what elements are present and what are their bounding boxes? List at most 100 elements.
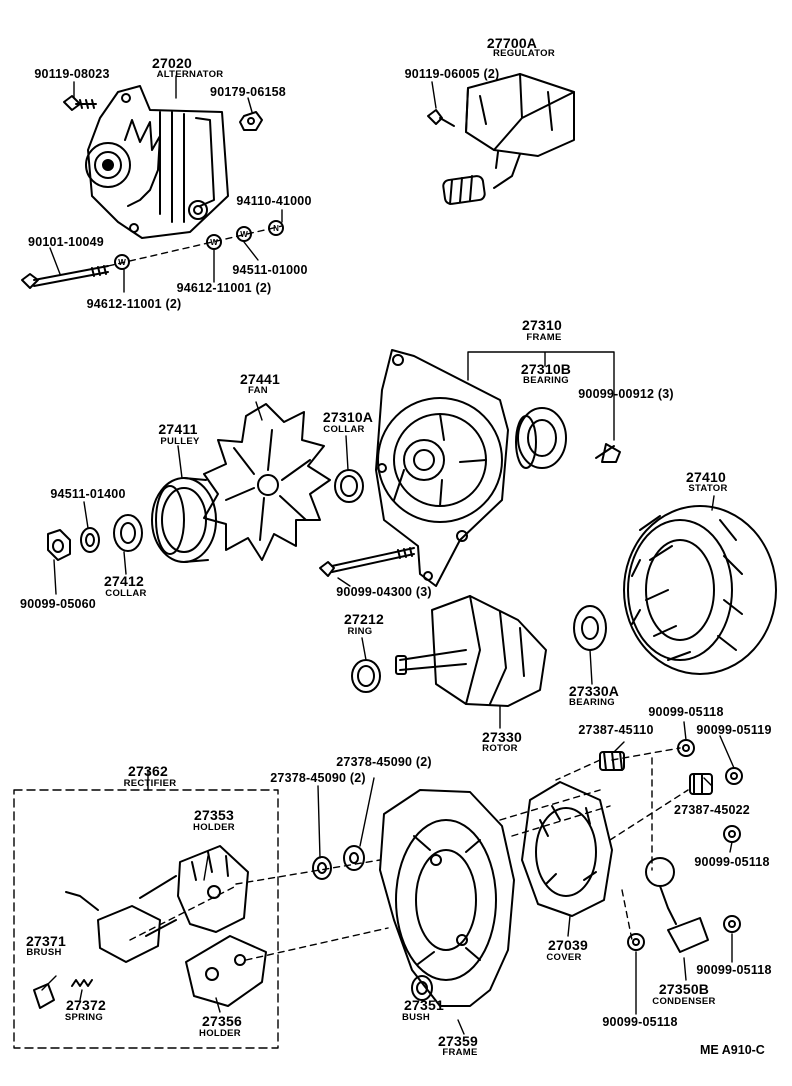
cover-27039 [521,781,613,917]
part-27330-name: ROTOR [482,743,518,754]
part-27359-number: 27359 [438,1033,478,1049]
part-27330-number: 27330 [482,729,522,745]
part-90179-06158-number: 90179-06158 [210,85,286,99]
holder-27356 [185,935,267,1007]
part-90099-00912-number: 90099-00912 (3) [578,387,674,401]
terminal-27387-45022 [689,773,713,795]
part-27310b-name: BEARING [523,375,569,386]
washer-mark-w2: W [210,238,218,247]
part-27212-number: 27212 [344,611,384,627]
part-90099-05118-b-number: 90099-05118 [694,855,770,869]
part-90119-06005-number: 90119-06005 (2) [404,67,500,81]
nut-90179-06158 [239,111,263,131]
through-bolt-90101-10049 [21,265,109,289]
part-27020-name: ALTERNATOR [156,69,224,80]
part-94511-01000-number: 94511-01000 [232,263,308,277]
through-bolt-90099-04300 [319,547,415,577]
nut-mark-n: N [273,224,279,233]
part-27700a-number: 27700A [486,35,538,51]
part-90099-04300-number: 90099-04300 (3) [336,585,432,599]
part-27371-name: BRUSH [26,947,62,958]
part-27387-45022-number: 27387-45022 [674,803,750,817]
ring-27212 [351,659,381,693]
bearing-27330a [573,605,607,651]
bolt-axis-line [107,225,283,267]
terminal-nuts [627,739,743,951]
fan-27441 [203,403,331,561]
stator-27410 [623,505,777,675]
part-27212-name: RING [347,626,373,637]
frame-bracket-lines [467,351,615,441]
part-27350b-name: CONDENSER [652,996,716,1007]
part-94612-11001-b-number: 94612-11001 (2) [86,297,182,311]
rotor-27330 [395,595,547,707]
part-27378-45090-a-number: 27378-45090 (2) [270,771,366,785]
part-94110-41000-number: 94110-41000 [236,194,312,208]
alternator-assembly [85,85,229,239]
diagram-code: ME A910-C [700,1043,765,1057]
part-90101-10049-number: 90101-10049 [28,235,104,249]
part-27362-name: RECTIFIER [123,778,177,789]
part-27412-name: COLLAR [105,588,147,599]
leader-lines [41,75,735,1035]
part-27310-name: FRAME [526,332,562,343]
part-27410-name: STATOR [688,483,728,494]
rear-frame-27359 [379,789,515,1007]
part-27372-name: SPRING [64,1012,104,1023]
part-27039-name: COVER [546,952,582,963]
part-90099-05118-c-number: 90099-05118 [696,963,772,977]
part-27353-name: HOLDER [193,822,235,833]
rectifier-group-box [13,789,279,1049]
part-27310-number: 27310 [522,317,562,333]
screw-90119-06005 [427,109,455,127]
part-27387-45110-number: 27387-45110 [578,723,654,737]
bolt-90119-08023 [63,95,97,111]
part-27020-number: 27020 [152,55,192,71]
part-90099-05118-d-number: 90099-05118 [602,1015,678,1029]
condenser-27350b [645,857,709,953]
part-27411-name: PULLEY [160,436,200,447]
part-27412-number: 27412 [104,573,144,589]
part-90099-05118-a-number: 90099-05118 [648,705,724,719]
part-27310a-number: 27310A [322,409,374,425]
part-27351-name: BUSH [401,1012,431,1023]
assembly-lines [129,747,689,961]
part-27330a-name: BEARING [569,697,615,708]
holder-27353 [177,845,249,933]
washers-row [114,220,284,270]
part-27441-number: 27441 [240,371,280,387]
part-94511-01400-number: 94511-01400 [50,487,126,501]
part-90119-08023-number: 90119-08023 [34,67,110,81]
part-27310b-number: 27310B [520,361,572,377]
part-90099-05060-number: 90099-05060 [20,597,96,611]
part-27410-number: 27410 [686,469,726,485]
part-27411-number: 27411 [158,421,198,437]
part-27039-number: 27039 [548,937,588,953]
part-27372-number: 27372 [66,997,106,1013]
part-27330a-number: 27330A [568,683,620,699]
insulators [312,845,365,880]
part-27310a-name: COLLAR [323,424,365,435]
pulley-27411 [151,477,217,563]
washer-94511-01400 [80,527,100,553]
spring-27372 [71,979,93,987]
part-27371-number: 27371 [26,933,66,949]
screw-90099-00912 [595,443,621,463]
part-27351-number: 27351 [404,997,444,1013]
collar-27412 [113,514,143,552]
part-27359-name: FRAME [442,1047,478,1058]
part-90099-05119-number: 90099-05119 [696,723,772,737]
bearing-27310b [515,407,567,469]
part-27353-number: 27353 [194,807,234,823]
front-frame-27310 [375,349,509,587]
collar-27310a [334,469,364,503]
regulator [442,73,575,205]
part-27700a-name: REGULATOR [493,48,555,59]
part-27356-number: 27356 [202,1013,242,1029]
terminal-27387-45110 [599,751,625,771]
brush-holder [65,875,177,963]
part-27356-name: HOLDER [199,1028,241,1039]
brush-27371 [33,983,55,1009]
part-27441-name: FAN [248,385,268,396]
